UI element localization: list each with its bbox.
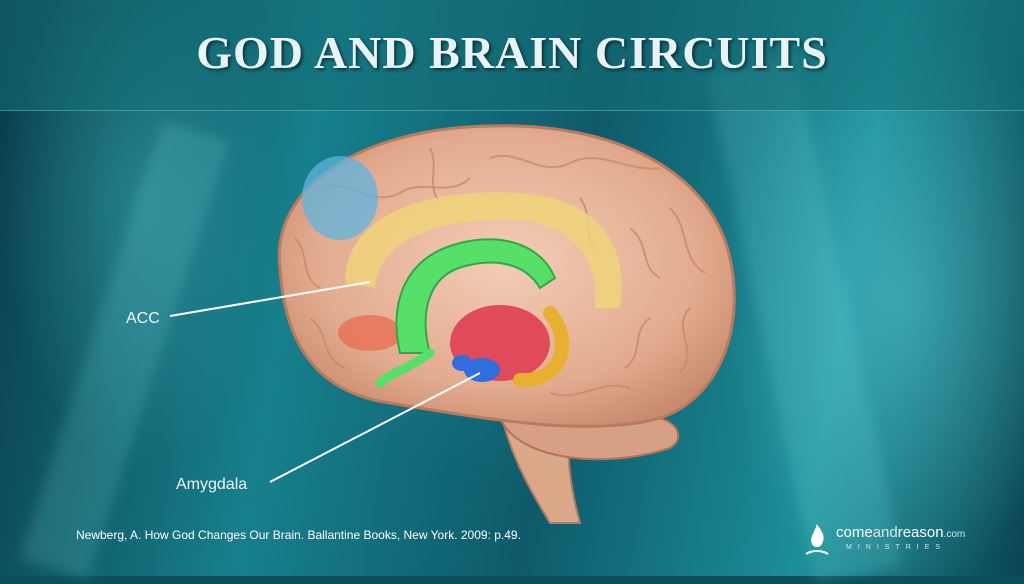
acc-pointer-line — [169, 281, 371, 317]
cingulate-gyrus — [345, 192, 622, 308]
brain-illustration — [277, 124, 736, 524]
comeandreason-logo: comeandreason.com MINISTRIES — [800, 520, 980, 560]
title-band: GOD AND BRAIN CIRCUITS — [0, 0, 1024, 111]
logo-ministries: MINISTRIES — [846, 544, 947, 551]
prefrontal-highlight — [302, 156, 378, 240]
fornix-tail — [375, 348, 435, 388]
orbitofrontal-highlight — [338, 315, 402, 351]
flame-icon — [805, 524, 829, 555]
gyri-texture — [294, 147, 706, 397]
citation: Newberg, A. How God Changes Our Brain. B… — [76, 528, 521, 542]
cerebrum — [277, 124, 736, 428]
logo-wordmark: comeandreason.com — [836, 524, 966, 541]
amygdala-label: Amygdala — [176, 476, 248, 493]
acc-label: ACC — [126, 310, 160, 327]
hippocampus — [513, 306, 570, 388]
slide-title: GOD AND BRAIN CIRCUITS — [196, 27, 828, 78]
fornix — [395, 238, 557, 354]
amygdala-pointer-line — [269, 372, 481, 483]
